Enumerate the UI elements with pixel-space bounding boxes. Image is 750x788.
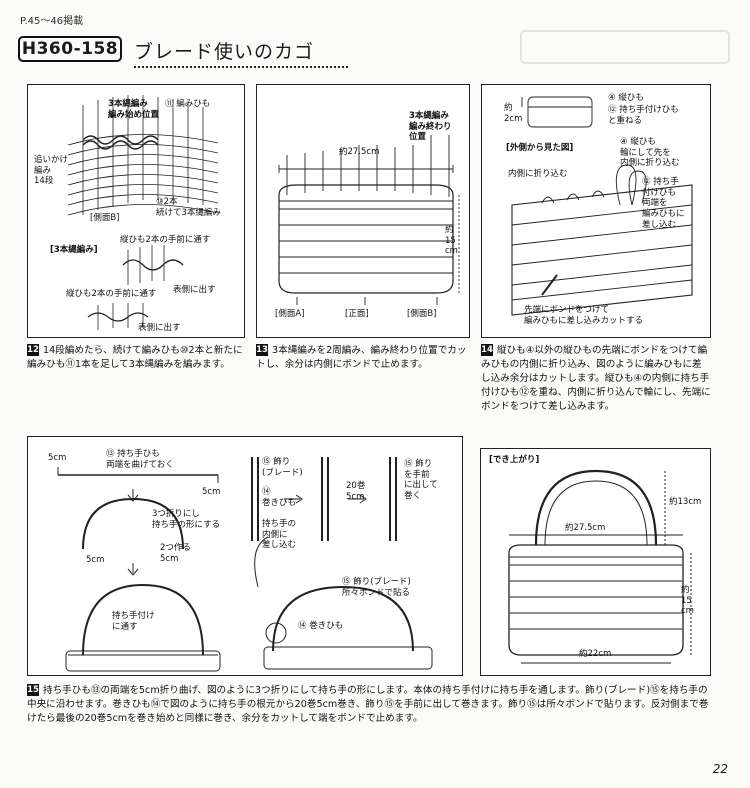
panel-finished: [でき上がり] 約13cm 約27.5cm 約 15 cm 約22cm — [480, 448, 711, 676]
label-vertical-4: ④ 縦ひも — [608, 93, 644, 103]
label-tri-fold: 3つ折りにし 持ち手の形にする — [152, 509, 221, 530]
label-front-view: [正面] — [345, 309, 369, 319]
step-15-number: 15 — [27, 684, 39, 696]
label-fold-inside: 内側に折り込む — [508, 169, 568, 179]
finishing-diagram-14 — [511, 96, 693, 316]
step-14-number: 14 — [481, 344, 493, 356]
label-deco-front: ⑮ 飾り を手前 に出して 巻く — [404, 459, 438, 501]
label-wrap-cord-14b: ⑭ 巻きひも — [298, 621, 344, 631]
label-5cm-b: 5cm — [202, 487, 221, 497]
label-outside-b: 表側に出す — [138, 323, 181, 333]
panel-step-15: 5cm ⑬ 持ち手ひも 両端を曲げておく 5cm 3つ折りにし 持ち手の形にする… — [27, 436, 463, 676]
label-about-2cm: 約 2cm — [504, 103, 523, 124]
label-5cm-a: 5cm — [48, 453, 67, 463]
label-pass-handle: 持ち手付け に通す — [112, 611, 155, 632]
step-12-body: 14段編めたら、続けて編みひも⑩2本と新たに編みひも⑪1本を足して3本縄編みを編… — [27, 345, 243, 370]
step-12-number: 12 — [27, 344, 39, 356]
label-15cm: 約 15 cm — [681, 585, 694, 617]
product-code-badge: H360-158 — [18, 36, 122, 62]
handle-diagram-15 — [57, 457, 433, 672]
label-two-cords-10: ⑩2本 続けて3本縄編み — [156, 197, 221, 218]
page-reference: P.45〜46掲載 — [20, 16, 84, 27]
title-underline — [134, 66, 348, 68]
label-weave-cord-11: ⑪ 編みひも — [165, 99, 211, 109]
label-outside-view: [外側から見た図] — [506, 143, 574, 153]
label-front-two-b: 縦ひも2本の手前に通す — [66, 289, 157, 299]
label-3row-end: 3本縄編み 編み終わり 位置 — [409, 111, 452, 143]
label-22cm: 約22cm — [579, 649, 612, 659]
label-3row-weave: [3本縄編み] — [50, 245, 98, 255]
finished-basket-diagram — [508, 469, 692, 664]
label-outside-a: 表側に出す — [173, 285, 216, 295]
label-wrap-cord-14: ⑭ 巻きひも — [262, 487, 297, 508]
step-14-body: 縦ひも④以外の縦ひもの先端にボンドをつけて編みひもの内側に折り込み、図のように編… — [481, 345, 711, 412]
label-width-275: 約27.5cm — [339, 147, 380, 157]
label-vertical-4-loop: ④ 縦ひも 輪にして先を 内側に折り込む — [620, 137, 680, 169]
label-make-two: 2つ作る 5cm — [160, 543, 191, 564]
step-15-body: 持ち手ひも⑬の両端を5cm折り曲げ、図のように3つ折りにして持ち手の形にします。… — [27, 685, 709, 724]
label-deco-glue: ⑮ 飾り(ブレード) 所々ボンドで貼る — [342, 577, 411, 598]
panel-step-13: 3本縄編み 編み終わり 位置 約27.5cm 約 15 cm [側面A] [正面… — [256, 84, 470, 338]
page-title: ブレード使いのカゴ — [134, 41, 315, 63]
label-handle-12-ends: ⑫ 持ち手 付けひも 両端を 編みひもに 差し込む — [642, 177, 685, 230]
label-finished: [でき上がり] — [489, 455, 540, 465]
panel-step-14: 約 2cm ④ 縦ひも ⑫ 持ち手付けひも と重ねる [外側から見た図] ④ 縦… — [481, 84, 711, 338]
label-side-b-13: [側面B] — [407, 309, 437, 319]
label-275cm: 約27.5cm — [565, 523, 606, 533]
label-side-a: [側面A] — [275, 309, 305, 319]
label-deco-braid-15: ⑮ 飾り (ブレード) — [262, 457, 303, 478]
page-number: 22 — [712, 762, 728, 776]
weaving-diagram-12 — [67, 95, 219, 330]
label-height-15: 約 15 cm — [445, 225, 458, 257]
label-handle-12: ⑫ 持ち手付けひも と重ねる — [608, 105, 679, 126]
step-13-body: 3本縄編みを2周編み、編み終わり位置でカットし、余分は内側にボンドで止めます。 — [256, 345, 467, 370]
basket-diagram-13 — [278, 135, 460, 305]
label-20-turns: 20巻 5cm — [346, 481, 366, 502]
label-insert-inside: 持ち手の 内側に 差し込む — [262, 519, 297, 551]
step-13-number: 13 — [256, 344, 268, 356]
label-front-two-a: 縦ひも2本の手前に通す — [120, 235, 211, 245]
label-chase-weave: 追いかけ 編み 14段 — [34, 155, 69, 187]
label-side-b: [側面B] — [90, 213, 120, 223]
bleed-through-badge — [520, 30, 730, 64]
label-5cm-c: 5cm — [86, 555, 105, 565]
label-handle-cord-13: ⑬ 持ち手ひも 両端を曲げておく — [106, 449, 174, 470]
panel-step-12: 3本縄編み 編み始め位置 ⑪ 編みひも 追いかけ 編み 14段 ⑩2本 続けて3… — [27, 84, 245, 338]
label-13cm: 約13cm — [669, 497, 702, 507]
label-3row-start: 3本縄編み 編み始め位置 — [108, 99, 160, 120]
label-bond-cut: 先端にボンドをつけて 編みひもに差し込みカットする — [524, 305, 644, 326]
